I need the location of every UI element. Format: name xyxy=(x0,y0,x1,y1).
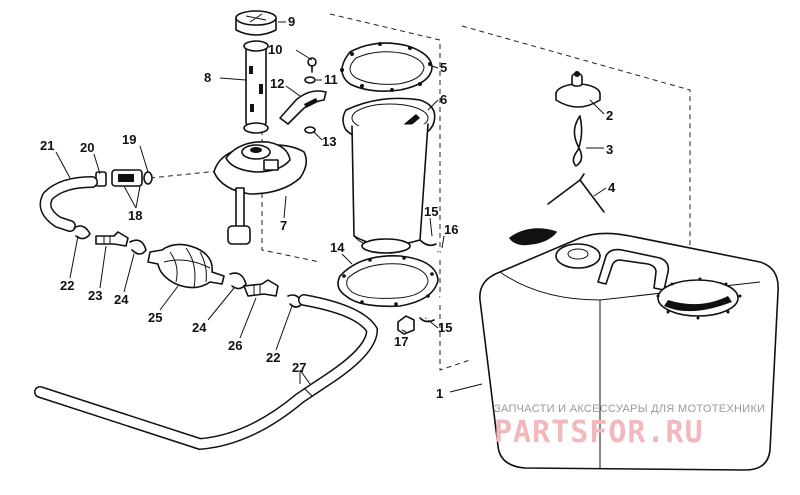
part-label-16: 16 xyxy=(444,222,458,237)
hose-clamp-left xyxy=(73,225,91,240)
part-label-3: 3 xyxy=(606,142,613,157)
lower-washer xyxy=(304,126,316,134)
bracket xyxy=(279,90,327,125)
gauge-cap xyxy=(235,10,277,36)
retainer-clip xyxy=(572,115,583,167)
part-label-10: 10 xyxy=(268,42,282,57)
lower-gasket xyxy=(337,255,439,308)
hose-clip-upper xyxy=(419,239,437,247)
gauge-tube xyxy=(243,40,269,134)
part-label-11: 11 xyxy=(324,72,338,87)
fuel-connector xyxy=(95,169,153,187)
connector-hose xyxy=(39,176,98,232)
part-label-24a: 24 xyxy=(114,292,129,307)
part-label-2: 2 xyxy=(606,108,613,123)
part-label-9: 9 xyxy=(288,14,295,29)
part-label-15a: 15 xyxy=(424,204,438,219)
pickup-hose xyxy=(425,251,447,320)
part-label-19: 19 xyxy=(122,132,136,147)
part-label-4: 4 xyxy=(608,180,616,195)
fuel-tank xyxy=(479,228,779,471)
part-label-14: 14 xyxy=(330,240,345,255)
part-label-7: 7 xyxy=(280,218,287,233)
washer xyxy=(304,76,316,84)
part-label-1: 1 xyxy=(436,386,443,401)
wire-bail xyxy=(547,173,605,213)
part-labels: 1 2 3 4 5 6 7 8 9 10 11 12 13 14 15 15 1… xyxy=(40,14,616,401)
part-label-23: 23 xyxy=(88,288,102,303)
outlet-fitting xyxy=(243,279,279,297)
part-label-26: 26 xyxy=(228,338,242,353)
part-label-12: 12 xyxy=(270,76,284,91)
screw xyxy=(307,57,317,73)
filter-screen xyxy=(397,315,415,335)
part-label-8: 8 xyxy=(204,70,211,85)
part-label-6: 6 xyxy=(440,92,447,107)
vent-cap xyxy=(555,71,601,108)
filter-canister xyxy=(342,97,436,254)
gasket-ring xyxy=(340,42,433,92)
fuel-pickup-assembly xyxy=(213,141,308,245)
part-label-5: 5 xyxy=(440,60,447,75)
part-label-25: 25 xyxy=(148,310,162,325)
watermark-brand: PARTSFOR.RU xyxy=(494,415,704,450)
primer-bulb xyxy=(147,243,225,289)
part-label-18: 18 xyxy=(128,208,142,223)
watermark: ЗАПЧАСТИ И АКСЕССУАРЫ ДЛЯ МОТОТЕХНИКИ PA… xyxy=(494,403,765,450)
part-label-20: 20 xyxy=(80,140,94,155)
part-label-21: 21 xyxy=(40,138,54,153)
leader-lines xyxy=(55,21,607,393)
part-label-22a: 22 xyxy=(60,278,74,293)
watermark-caption: ЗАПЧАСТИ И АКСЕССУАРЫ ДЛЯ МОТОТЕХНИКИ xyxy=(494,403,765,415)
part-label-22b: 22 xyxy=(266,350,280,365)
fuel-line-hose xyxy=(34,294,379,451)
hose-clamp-outlet xyxy=(229,272,247,290)
part-label-24b: 24 xyxy=(192,320,207,335)
part-label-13: 13 xyxy=(322,134,336,149)
hose-clamp-inlet xyxy=(129,239,147,255)
part-label-17: 17 xyxy=(394,334,408,349)
inlet-fitting xyxy=(95,231,129,247)
hose-clip-lower xyxy=(419,317,435,323)
part-label-15b: 15 xyxy=(438,320,452,335)
part-label-27: 27 xyxy=(292,360,306,375)
